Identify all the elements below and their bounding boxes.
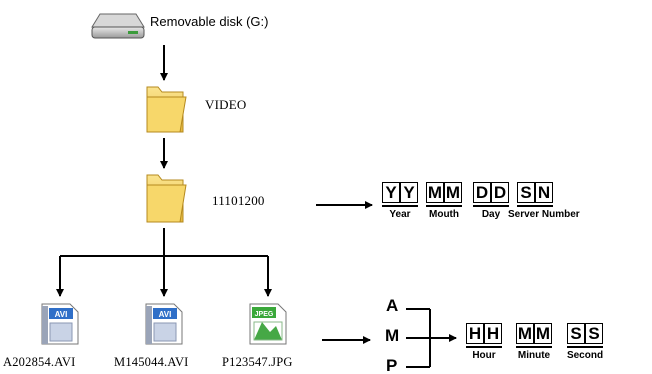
avi-badge-text: AVI (159, 310, 172, 319)
format-letter-box: Y (400, 182, 418, 203)
group-caption: Second (566, 350, 604, 361)
group-caption: Hour (472, 350, 496, 361)
avi-file-icon: AVI (41, 303, 79, 345)
format-letter-box: Y (382, 182, 400, 203)
avi-file-icon: AVI (145, 303, 183, 345)
format-letter-box: S (567, 323, 585, 344)
format-letter-box: D (491, 182, 509, 203)
group-underline (517, 205, 553, 207)
file-name: M145044.AVI (114, 355, 189, 369)
group-underline (567, 346, 603, 348)
prefix-letter: P (386, 356, 398, 374)
group-caption: Minute (517, 350, 551, 361)
format-letter-box: M (426, 182, 444, 203)
group-underline (466, 346, 502, 348)
prefix-letter: A (386, 296, 399, 315)
jpeg-badge-text: JPEG (255, 311, 274, 318)
format-letter-box: N (535, 182, 553, 203)
format-letter-box: M (534, 323, 552, 344)
format-letter-box: H (484, 323, 502, 344)
group-underline (382, 205, 418, 207)
folder-icon (146, 86, 187, 133)
date-folder-label: 11101200 (212, 193, 265, 208)
format-letter-box: M (516, 323, 534, 344)
folder-icon (146, 174, 187, 223)
group-underline (426, 205, 462, 207)
format-letter-box: S (585, 323, 603, 344)
format-letter-box: M (444, 182, 462, 203)
format-letter-box: D (473, 182, 491, 203)
avi-badge-text: AVI (55, 310, 68, 319)
format-letter-box: H (466, 323, 484, 344)
group-caption: Server Number (508, 209, 580, 220)
group-caption: Day (481, 209, 501, 220)
file-name: A202854.AVI (3, 355, 76, 369)
removable-disk-icon (91, 13, 145, 39)
group-caption: Year (389, 209, 411, 220)
drive-label: Removable disk (G:) (150, 14, 269, 29)
video-folder-label: VIDEO (205, 97, 247, 112)
group-caption: Mouth (429, 209, 459, 220)
format-letter-box: S (517, 182, 535, 203)
jpeg-file-icon: JPEG (249, 303, 287, 345)
group-underline (516, 346, 552, 348)
group-underline (473, 205, 509, 207)
prefix-letter: M (385, 326, 400, 345)
file-name: P123547.JPG (222, 355, 293, 369)
amp-bracket (406, 308, 457, 368)
